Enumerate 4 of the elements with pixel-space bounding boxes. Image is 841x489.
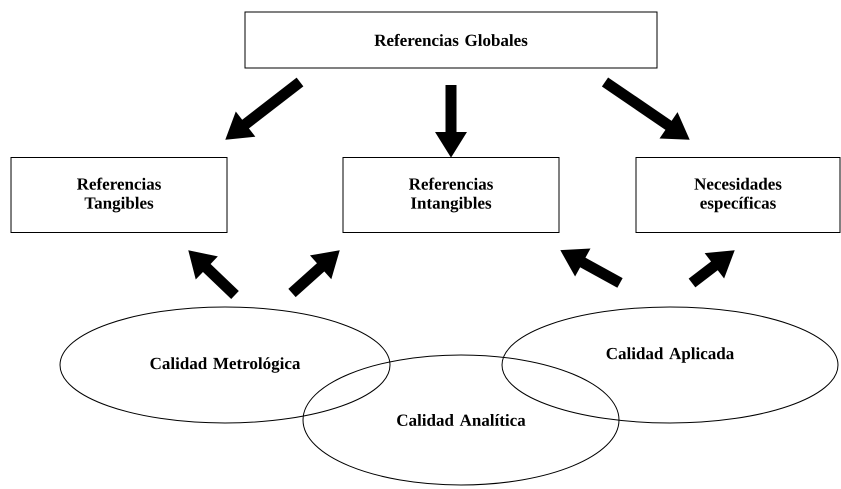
text-box: Referencias Globales	[244, 12, 658, 68]
text-box: Referencias Tangibles	[10, 156, 228, 233]
text-box: Referencias Intangibles	[342, 156, 560, 233]
text-box: Necesidades específicas	[636, 156, 840, 233]
